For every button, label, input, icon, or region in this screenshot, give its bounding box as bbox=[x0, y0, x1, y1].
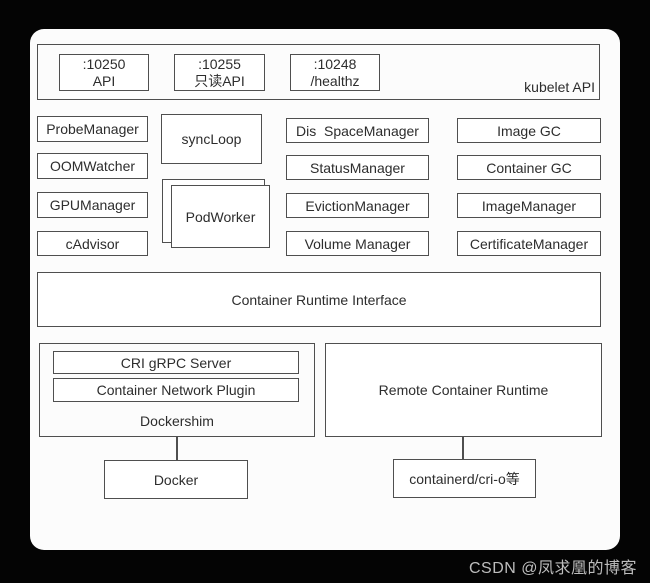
port-number: :10248 bbox=[313, 55, 357, 72]
box-port-10250: :10250 API bbox=[59, 54, 149, 91]
box-label: syncLoop bbox=[181, 131, 242, 147]
kubelet-api-box bbox=[37, 44, 600, 100]
box-dockershim bbox=[39, 343, 315, 437]
box-gpumanager: GPUManager bbox=[37, 192, 148, 218]
box-label: Volume Manager bbox=[304, 235, 411, 252]
box-docker: Docker bbox=[104, 460, 248, 499]
box-label: OOMWatcher bbox=[49, 158, 136, 174]
box-imagemanager: ImageManager bbox=[457, 193, 601, 218]
box-label: Image GC bbox=[497, 122, 561, 139]
box-cadvisor: cAdvisor bbox=[37, 231, 148, 256]
box-syncloop: syncLoop bbox=[161, 114, 262, 164]
box-containerd: containerd/cri-o等 bbox=[393, 459, 536, 498]
box-label: containerd/cri-o等 bbox=[409, 470, 520, 487]
box-evictionmanager: EvictionManager bbox=[286, 193, 429, 218]
box-container-gc: Container GC bbox=[457, 155, 601, 180]
box-label: cAdvisor bbox=[65, 235, 120, 252]
box-label: EvictionManager bbox=[305, 197, 410, 214]
box-statusmanager: StatusManager bbox=[286, 155, 429, 180]
port-name: 只读API bbox=[194, 72, 245, 89]
box-label: Docker bbox=[153, 471, 199, 488]
box-container-runtime-interface: Container Runtime Interface bbox=[37, 272, 601, 327]
port-name: API bbox=[92, 72, 116, 89]
box-oomwatcher: OOMWatcher bbox=[37, 153, 148, 179]
watermark: CSDN @凤求凰的博客 bbox=[468, 560, 637, 577]
connector-dockershim-docker bbox=[176, 437, 178, 460]
box-label: StatusManager bbox=[310, 159, 405, 176]
box-volume-manager: Volume Manager bbox=[286, 231, 429, 256]
box-certificatemanager: CertificateManager bbox=[457, 231, 601, 256]
box-label: Container GC bbox=[486, 159, 572, 176]
box-label: CRI gRPC Server bbox=[120, 354, 232, 371]
box-label: Container Runtime Interface bbox=[231, 291, 407, 308]
box-disk-spacemanager: Dis SpaceManager bbox=[286, 118, 429, 143]
box-remote-container-runtime: Remote Container Runtime bbox=[325, 343, 602, 437]
port-number: :10250 bbox=[82, 55, 126, 72]
box-port-10248: :10248 /healthz bbox=[290, 54, 380, 91]
box-label: ImageManager bbox=[481, 197, 577, 214]
box-cri-grpc-server: CRI gRPC Server bbox=[53, 351, 299, 374]
dockershim-label: Dockershim bbox=[140, 413, 214, 429]
box-label: Dis SpaceManager bbox=[296, 122, 419, 139]
port-name: /healthz bbox=[310, 72, 360, 89]
diagram-panel: :10250 API :10255 只读API :10248 /healthz … bbox=[30, 29, 620, 550]
box-label: ProbeManager bbox=[46, 121, 139, 137]
box-label: CertificateManager bbox=[469, 235, 589, 252]
box-container-network-plugin: Container Network Plugin bbox=[53, 378, 299, 402]
box-label: PodWorker bbox=[185, 208, 256, 225]
box-label: GPUManager bbox=[49, 197, 136, 213]
box-label: Remote Container Runtime bbox=[378, 382, 549, 398]
kubelet-api-label: kubelet API bbox=[524, 79, 595, 95]
box-probemanager: ProbeManager bbox=[37, 116, 148, 142]
box-label: Container Network Plugin bbox=[96, 382, 256, 398]
box-image-gc: Image GC bbox=[457, 118, 601, 143]
port-number: :10255 bbox=[198, 55, 241, 72]
box-port-10255: :10255 只读API bbox=[174, 54, 265, 91]
connector-remote-containerd bbox=[462, 437, 464, 459]
box-podworker: PodWorker bbox=[171, 185, 270, 248]
